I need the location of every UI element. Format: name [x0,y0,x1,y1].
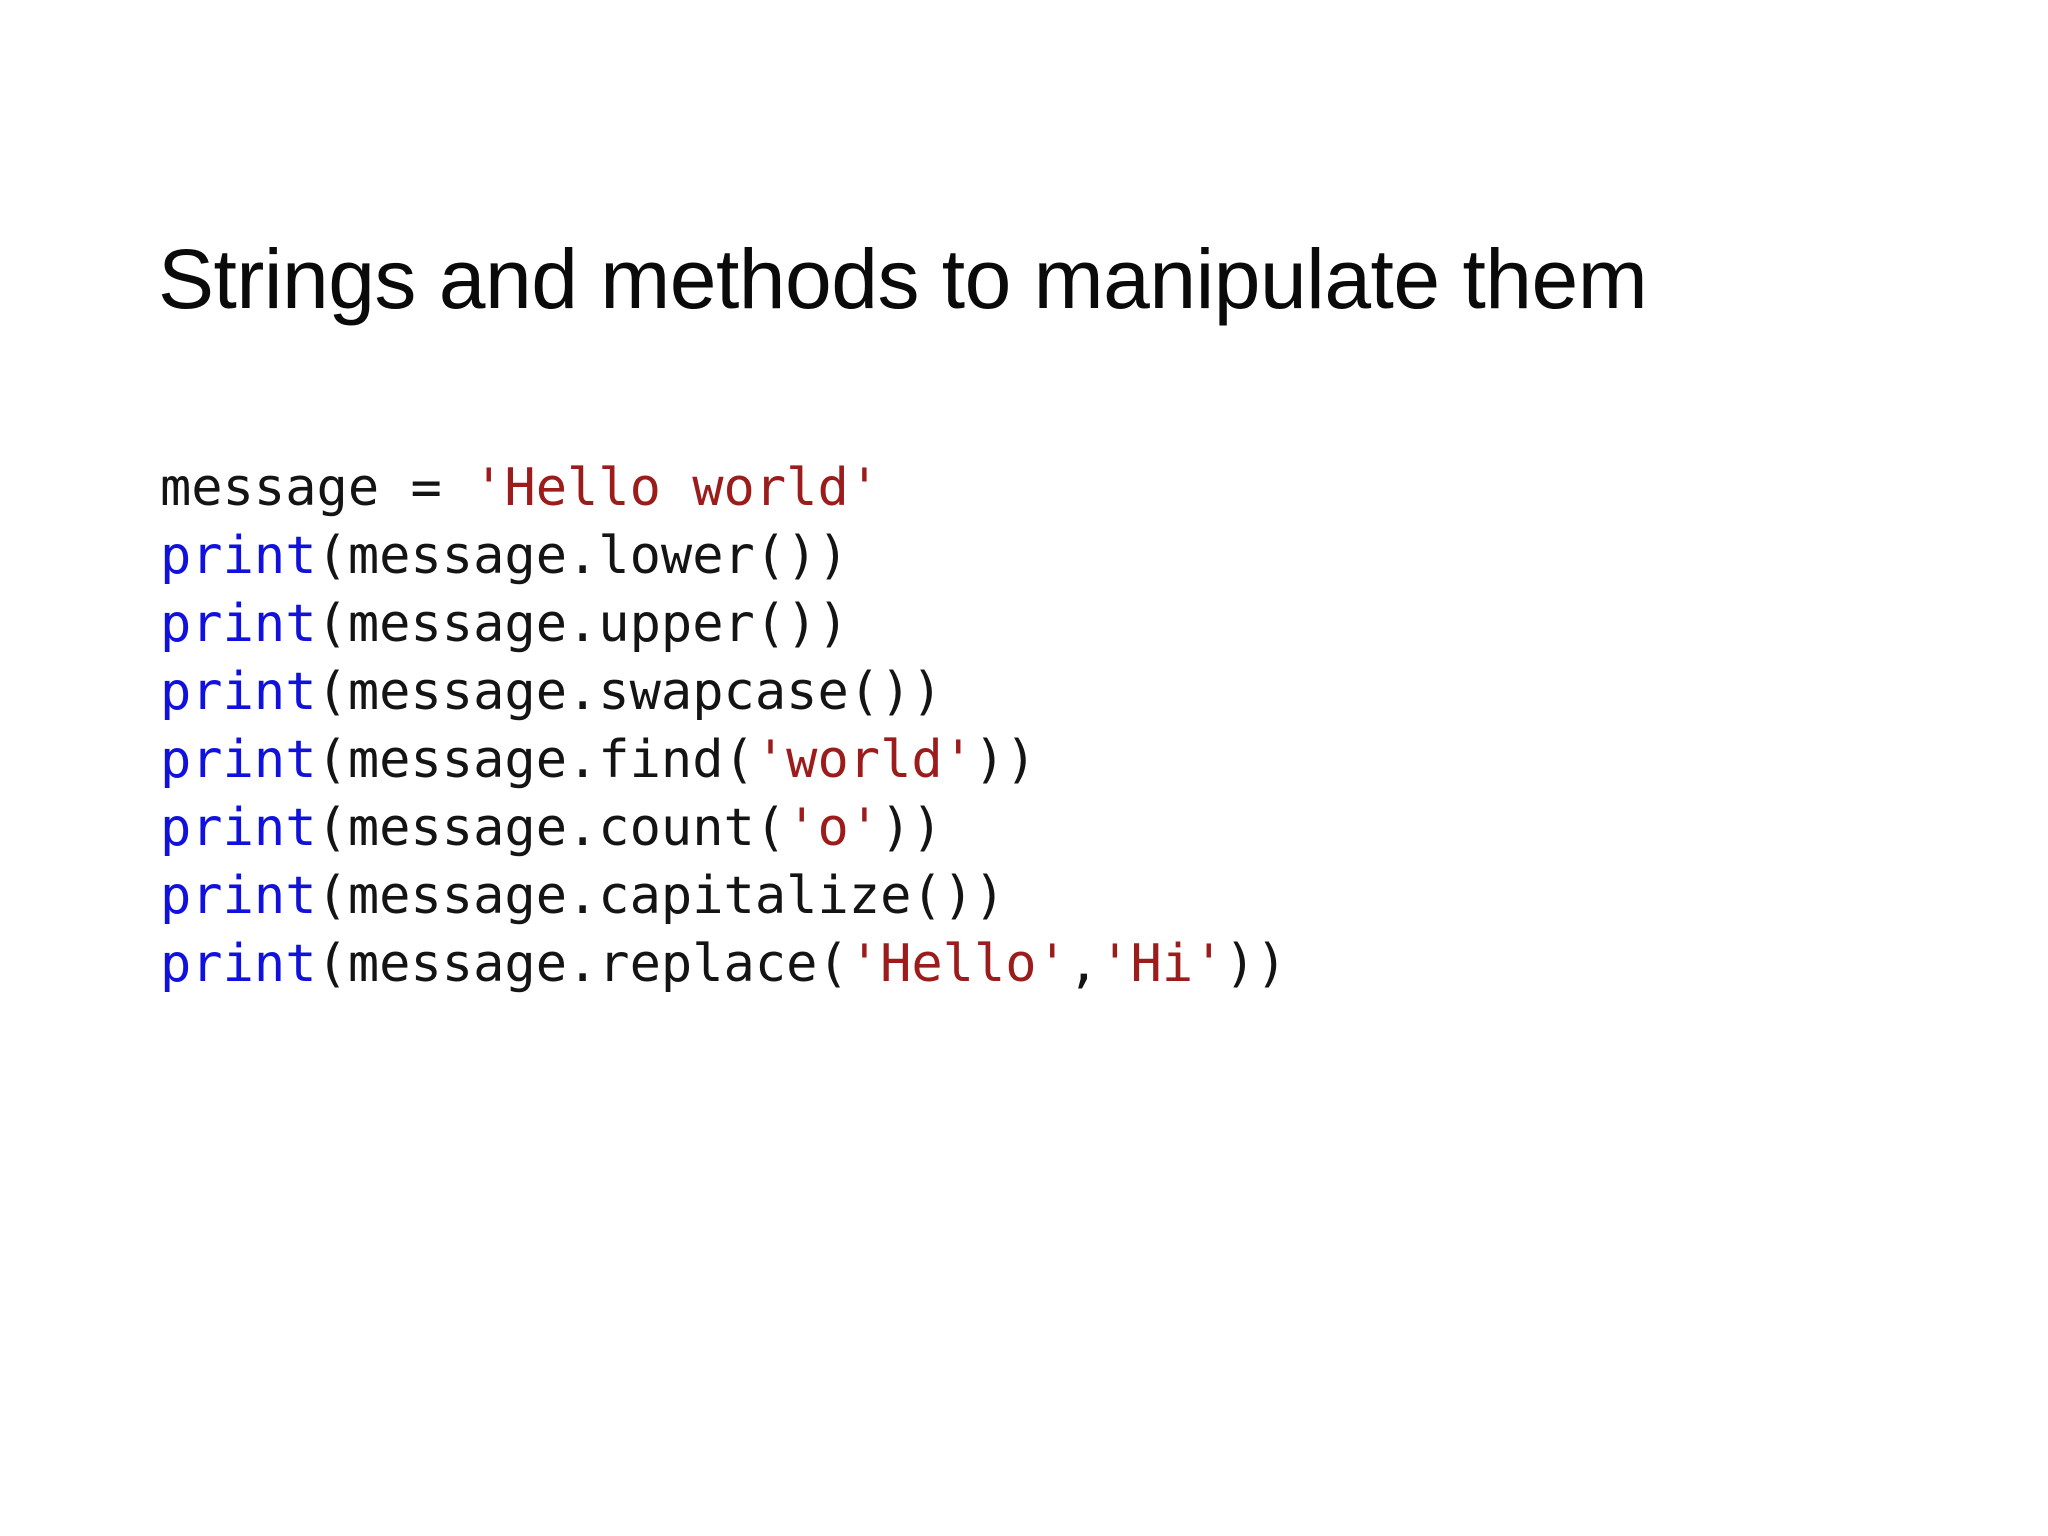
code-token-str: 'Hello' [848,934,1068,994]
code-token-plain: , [1067,934,1100,994]
code-token-str: 'Hello world' [473,458,881,518]
code-token-kw: print [160,798,317,858]
code-token-str: 'o' [786,798,881,858]
code-line: print(message.find('world')) [160,726,1287,794]
code-line: print(message.swapcase()) [160,658,1287,726]
code-token-plain: (message.capitalize()) [316,866,1006,926]
code-token-kw: print [160,594,317,654]
code-token-kw: print [160,662,317,722]
code-line: print(message.upper()) [160,590,1287,658]
code-token-kw: print [160,866,317,926]
code-line: print(message.lower()) [160,522,1287,590]
code-token-plain: (message.replace( [316,934,849,994]
code-token-plain: )) [1224,934,1288,994]
page-title: Strings and methods to manipulate them [158,232,1648,327]
code-line: message = 'Hello world' [160,454,1287,522]
code-line: print(message.count('o')) [160,794,1287,862]
code-token-plain: (message.swapcase()) [316,662,943,722]
code-token-plain: (message.find( [316,730,755,790]
code-token-plain: (message.upper()) [316,594,849,654]
code-token-plain: )) [974,730,1037,790]
code-token-plain: (message.count( [316,798,787,858]
code-line: print(message.replace('Hello','Hi')) [160,930,1287,998]
code-token-plain: )) [880,798,943,858]
code-line: print(message.capitalize()) [160,862,1287,930]
code-token-kw: print [160,730,317,790]
code-token-plain: (message.lower()) [316,526,849,586]
code-token-kw: print [160,934,317,994]
code-block: message = 'Hello world'print(message.low… [160,454,1287,998]
code-token-plain: message = [160,458,474,518]
code-token-str: 'world' [754,730,974,790]
code-token-str: 'Hi' [1099,934,1225,994]
code-token-kw: print [160,526,317,586]
